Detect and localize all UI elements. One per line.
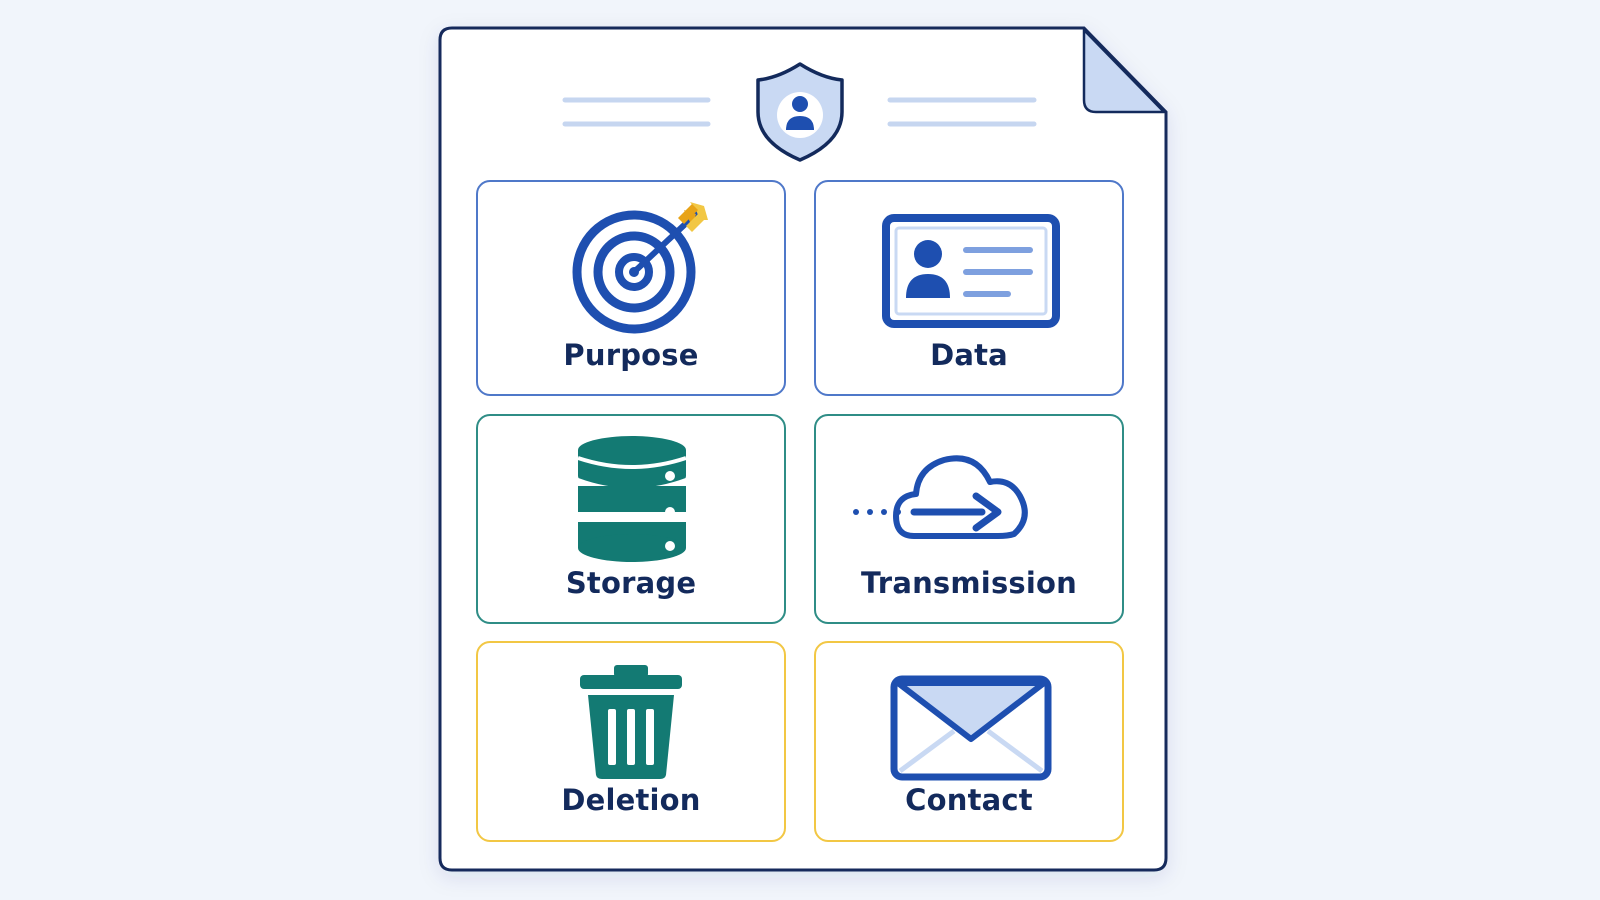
target-arrow-icon: [572, 202, 708, 334]
card-label: Transmission: [861, 566, 1077, 600]
cloud-upload-icon: [853, 455, 1028, 539]
card-label: Deletion: [561, 783, 701, 817]
card-label: Storage: [565, 566, 697, 600]
card-deletion: Deletion: [476, 641, 786, 842]
card-purpose: Purpose: [476, 180, 786, 396]
id-card-icon: [882, 214, 1060, 328]
card-transmission: Transmission: [814, 414, 1124, 624]
card-data: Data: [814, 180, 1124, 396]
database-icon: [577, 436, 687, 562]
folded-corner: [1082, 28, 1166, 114]
header-lines-right: [887, 97, 1037, 127]
shield-user-icon: [756, 62, 844, 162]
card-label: Data: [930, 338, 1008, 372]
card-contact: Contact: [814, 641, 1124, 842]
envelope-icon: [890, 675, 1052, 781]
card-label: Purpose: [563, 338, 699, 372]
trash-icon: [580, 665, 682, 779]
card-storage: Storage: [476, 414, 786, 624]
card-label: Contact: [905, 783, 1033, 817]
header-lines-left: [562, 97, 711, 127]
